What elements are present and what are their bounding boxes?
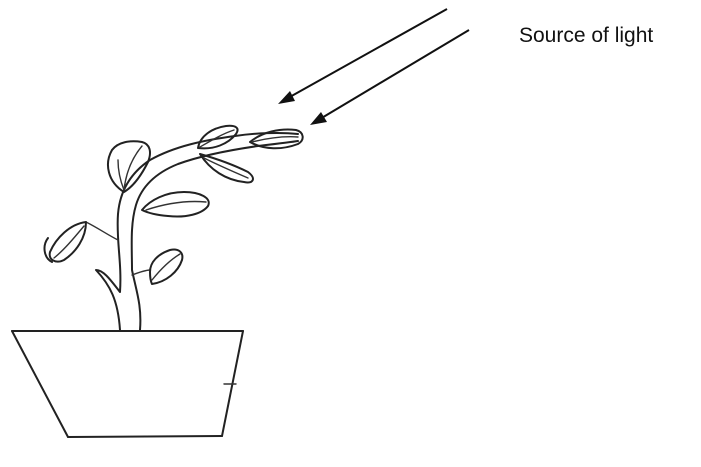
light-ray-lower bbox=[310, 29, 470, 125]
light-ray-upper bbox=[278, 8, 448, 104]
plant-leaves bbox=[43, 124, 304, 285]
leaf-upper-right bbox=[199, 153, 254, 184]
light-rays bbox=[278, 8, 470, 125]
flower-pot bbox=[11, 330, 244, 438]
leaf-upper bbox=[197, 124, 239, 150]
leaf-lower-right bbox=[149, 248, 184, 285]
leaf-lower-left bbox=[43, 221, 87, 263]
leaf-middle-right bbox=[141, 191, 210, 218]
leaf-upper-left bbox=[107, 140, 151, 193]
light-source-label: Source of light bbox=[519, 24, 654, 47]
leaf-tip bbox=[249, 128, 304, 150]
plant-stem bbox=[85, 131, 299, 331]
